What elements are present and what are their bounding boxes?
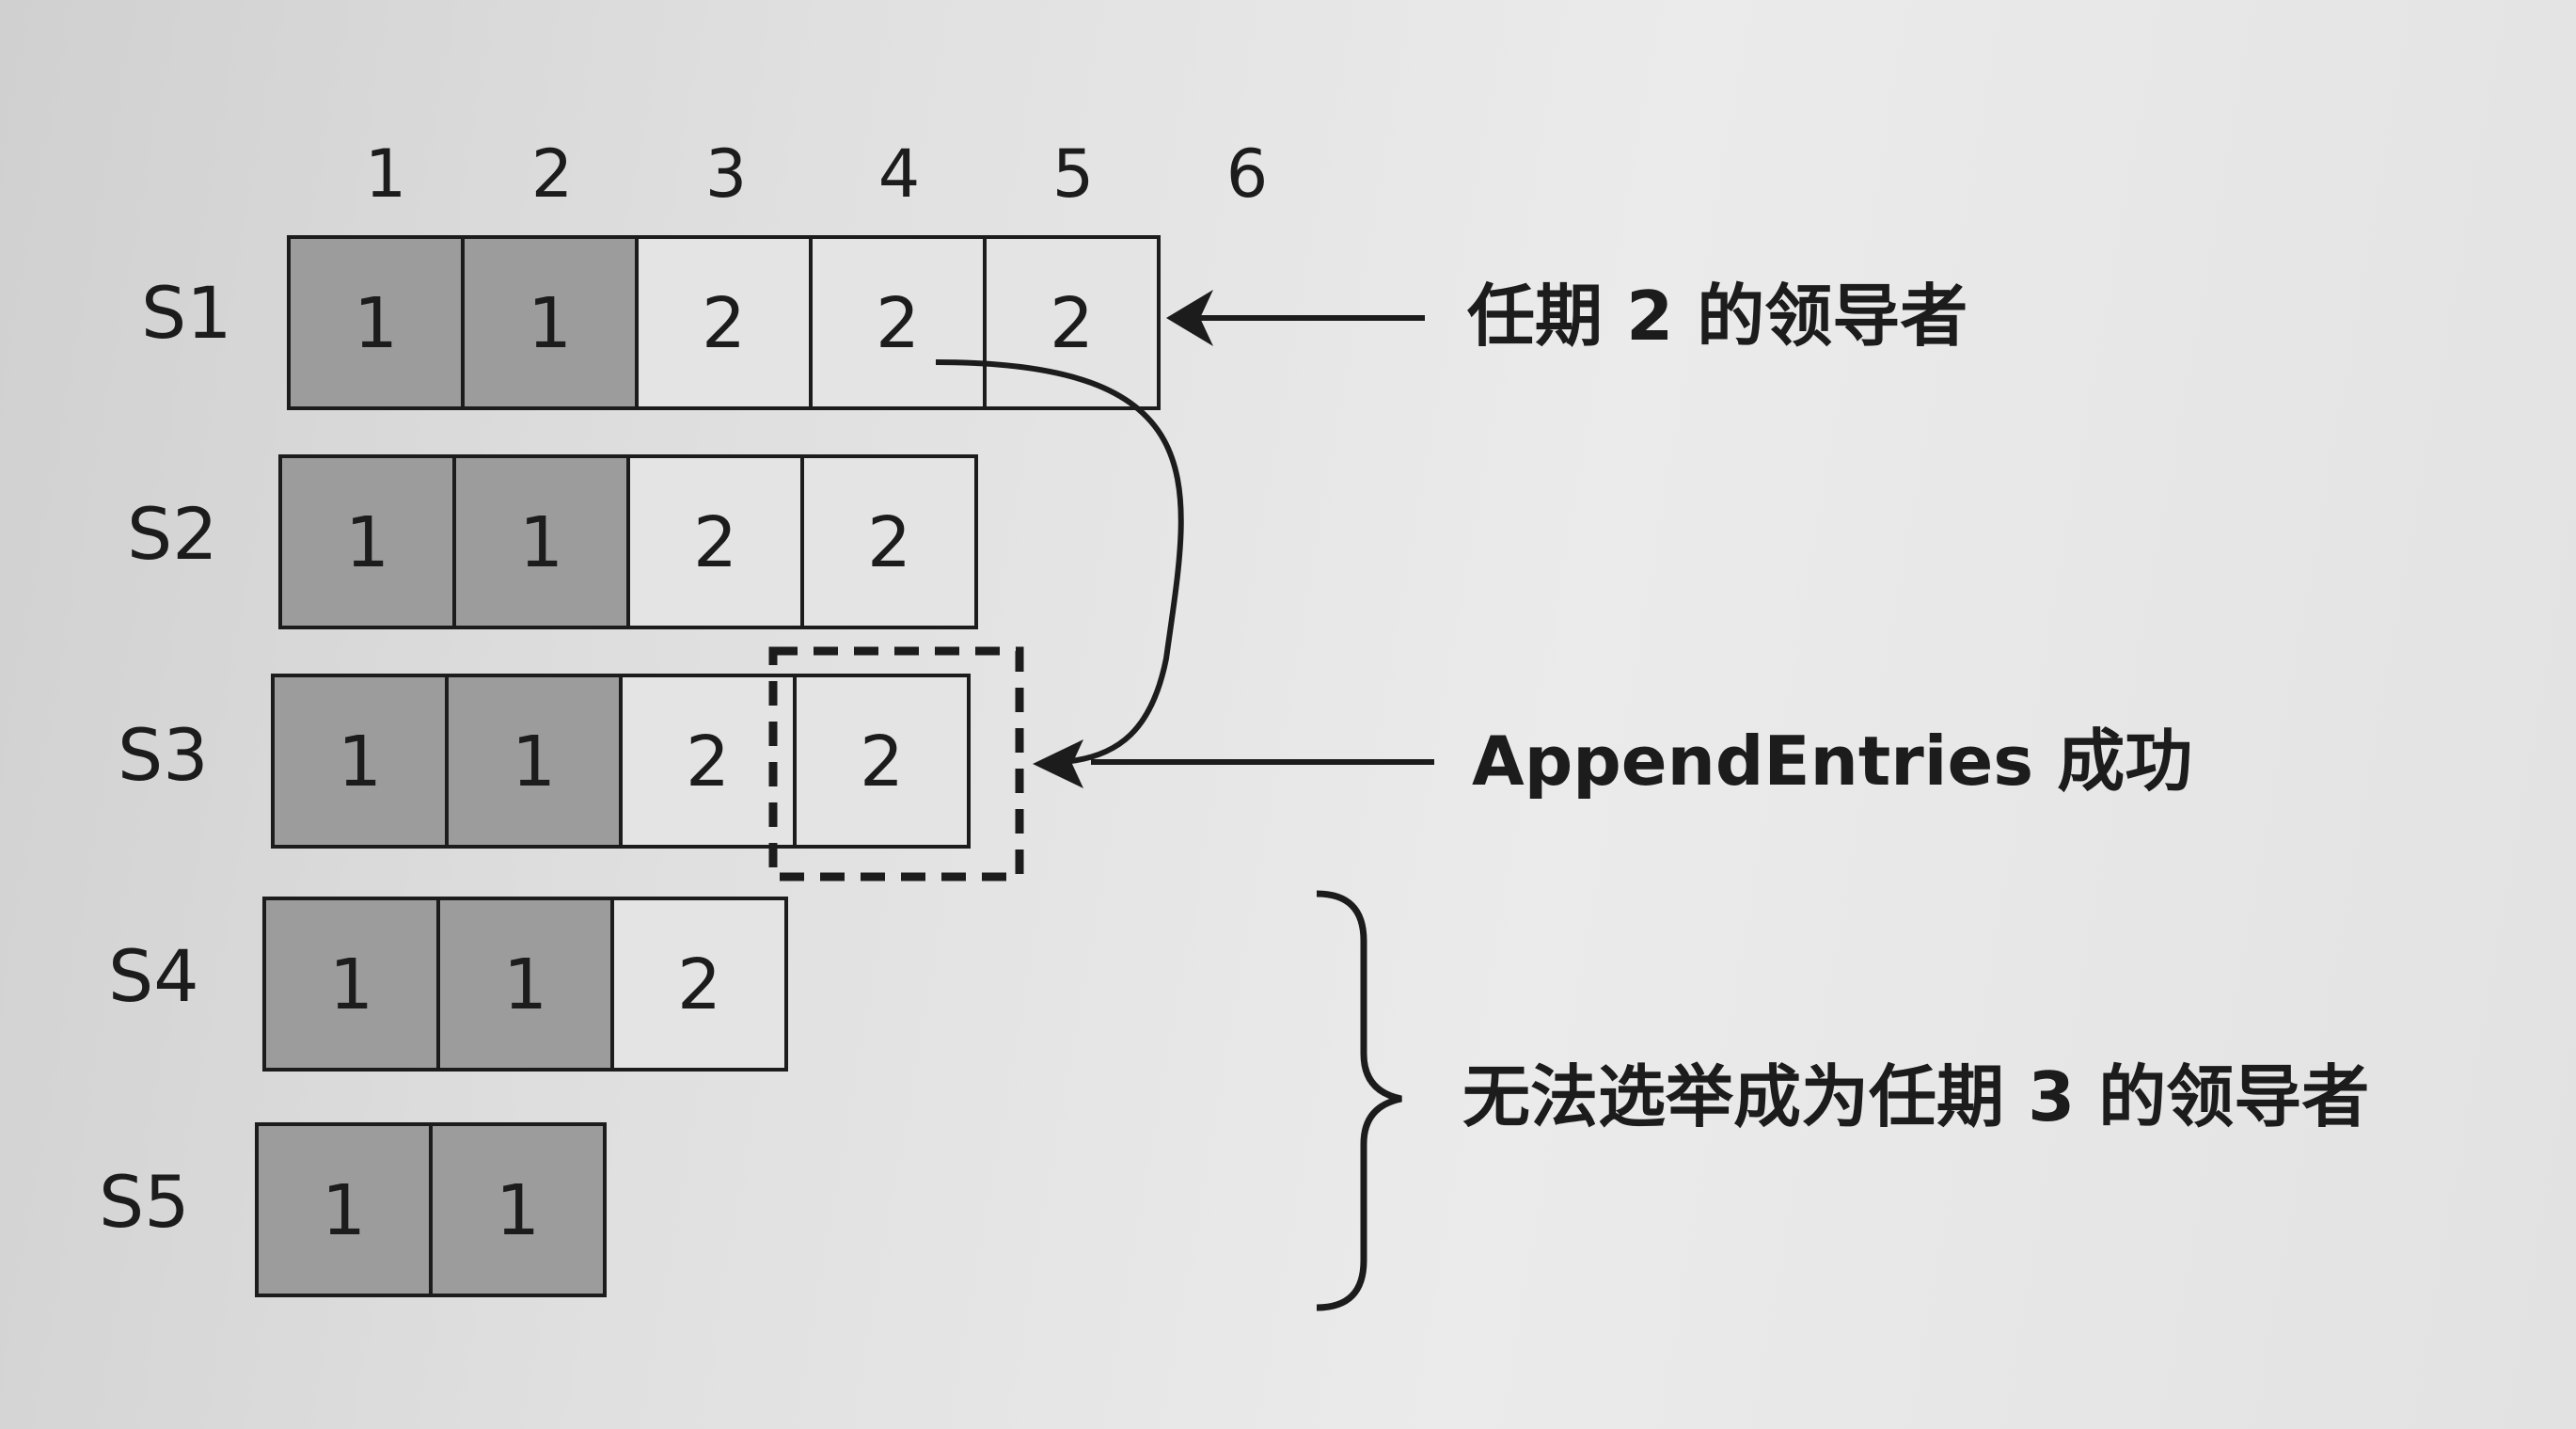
server-label-s1: S1 (141, 271, 232, 355)
log-entry-term-s4-2: 1 (503, 945, 547, 1025)
log-entry-term-s1-1: 1 (354, 283, 398, 364)
log-cells: 1 1 2 2 2 1 1 2 2 1 1 2 2 1 1 2 1 1 (255, 235, 1161, 1297)
log-entry-s2-3 (626, 454, 804, 629)
index-header-1: 1 (364, 135, 407, 213)
log-entry-term-s1-2: 1 (528, 283, 572, 364)
index-header-5: 5 (1051, 135, 1095, 213)
log-entry-term-s2-2: 1 (519, 502, 563, 583)
log-entry-s1-3 (635, 235, 813, 410)
log-entry-s5-2 (429, 1122, 607, 1297)
log-entry-s3-1 (271, 674, 449, 849)
log-entry-s3-4 (793, 674, 971, 849)
replication-curve-arrow (935, 359, 1184, 765)
log-entry-term-s1-4: 2 (876, 283, 920, 364)
log-entry-s4-2 (436, 897, 614, 1072)
log-entry-term-s3-3: 2 (686, 722, 730, 802)
cannot-elect-annotation: 无法选举成为任期 3 的领导者 (1462, 1057, 2370, 1136)
index-header-6: 6 (1225, 135, 1269, 213)
server-label-s3: S3 (118, 713, 209, 797)
append-entries-annotation: AppendEntries 成功 (1472, 722, 2193, 801)
log-entry-term-s2-3: 2 (693, 502, 737, 583)
log-entry-s2-2 (452, 454, 630, 629)
leader-annotation: 任期 2 的领导者 (1467, 277, 1968, 356)
s3-new-entry-highlight (768, 646, 1024, 881)
log-entry-term-s1-5: 2 (1050, 283, 1094, 364)
curly-brace (1316, 890, 1402, 1311)
log-entry-term-s4-1: 1 (329, 945, 373, 1025)
leader-arrowhead (1166, 290, 1213, 346)
log-entry-s4-3 (610, 897, 788, 1072)
index-header-3: 3 (704, 135, 748, 213)
log-entry-term-s3-1: 1 (338, 722, 382, 802)
server-label-s4: S4 (108, 934, 199, 1018)
log-entry-term-s5-2: 1 (496, 1170, 540, 1251)
log-entry-term-s1-3: 2 (702, 283, 746, 364)
server-label-s5: S5 (99, 1160, 190, 1244)
log-entry-term-s3-2: 1 (512, 722, 556, 802)
log-entry-s2-4 (800, 454, 978, 629)
log-entry-s4-1 (262, 897, 440, 1072)
index-header-2: 2 (530, 135, 574, 213)
log-entry-term-s4-3: 2 (677, 945, 721, 1025)
log-entry-s5-1 (255, 1122, 433, 1297)
index-header-4: 4 (877, 135, 921, 213)
log-entry-term-s5-1: 1 (322, 1170, 366, 1251)
log-entry-term-s2-1: 1 (345, 502, 389, 583)
log-entry-term-s3-4: 2 (860, 722, 904, 802)
log-entry-s3-2 (445, 674, 623, 849)
log-entry-term-s2-4: 2 (867, 502, 911, 583)
server-label-s2: S2 (127, 492, 218, 576)
log-entry-s1-5 (983, 235, 1161, 410)
replication-curve-arrowhead (1033, 739, 1083, 788)
